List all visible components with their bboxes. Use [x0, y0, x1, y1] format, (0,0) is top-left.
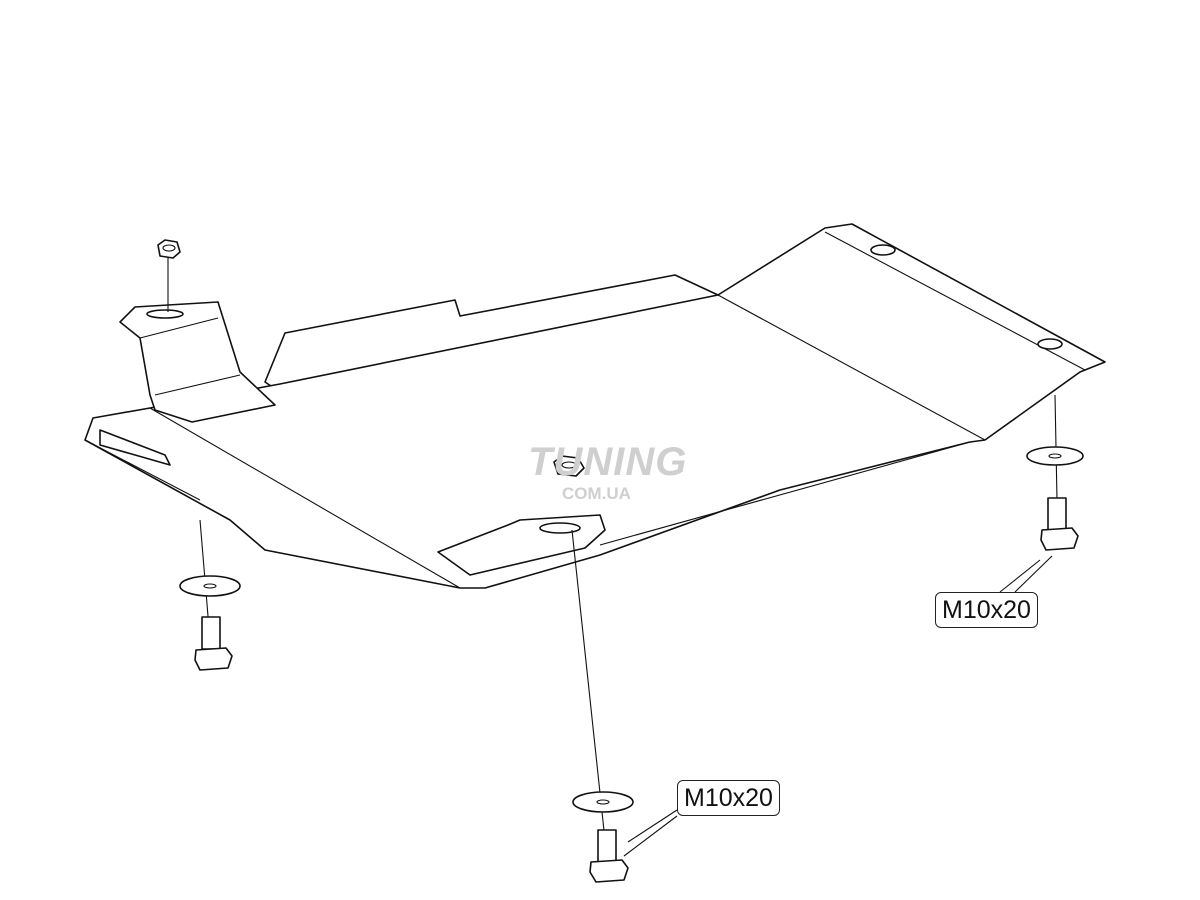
- left-bracket: [119, 301, 276, 423]
- washer-left: [179, 575, 241, 597]
- bolt-callout-center: M10x20: [677, 780, 780, 816]
- bolt-center: [589, 829, 629, 883]
- assembly-axis-line: [571, 529, 606, 841]
- bolt-callout-right: M10x20: [935, 592, 1038, 628]
- watermark-brand: TUNING: [528, 440, 688, 484]
- plate-fold-line: [84, 439, 201, 501]
- mounting-hole: [870, 244, 896, 256]
- mounting-hole: [1037, 338, 1063, 350]
- center-bracket: [437, 514, 606, 576]
- watermark-domain: COM.UA: [562, 484, 631, 503]
- leader-lines-center: [623, 809, 678, 857]
- washer-right: [1026, 446, 1084, 466]
- nut-left: [157, 239, 181, 259]
- nut-center: [553, 455, 585, 477]
- bolt-right: [1040, 497, 1079, 551]
- leader-lines-right: [999, 555, 1053, 593]
- washer-center: [572, 791, 634, 813]
- plate-slot: [99, 429, 171, 466]
- skid-plate: [84, 223, 1106, 589]
- bolt-left: [194, 616, 233, 671]
- plate-fold-line: [599, 441, 971, 546]
- plate-fold-line: [717, 294, 986, 441]
- plate-fold-line: [149, 407, 461, 589]
